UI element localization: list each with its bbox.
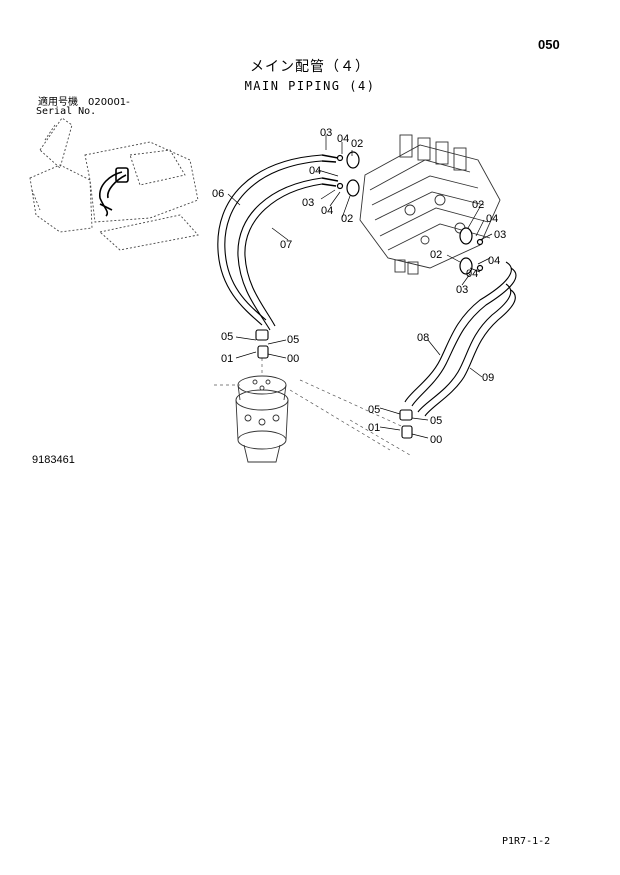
callout-label: 06 bbox=[212, 188, 224, 200]
callout-label: 02 bbox=[341, 213, 353, 225]
callout-label: 08 bbox=[417, 332, 429, 344]
swivel-joint bbox=[235, 375, 289, 463]
callout-label: 02 bbox=[472, 199, 484, 211]
serial-label-japanese: 適用号機 020001- bbox=[38, 97, 130, 108]
page-number: 050 bbox=[538, 37, 560, 52]
footer-code: P1R7-1-2 bbox=[502, 836, 551, 847]
callout-label: 03 bbox=[494, 229, 506, 241]
callout-label: 01 bbox=[368, 422, 380, 434]
hoses-08-09 bbox=[404, 261, 517, 417]
callout-label: 01 bbox=[221, 353, 233, 365]
callout-label: 04 bbox=[466, 268, 478, 280]
callout-label: 04 bbox=[486, 213, 498, 225]
callout-label: 02 bbox=[430, 249, 442, 261]
serial-label-english: Serial No. bbox=[36, 106, 97, 117]
inset-hose bbox=[99, 167, 129, 217]
excavator-inset bbox=[29, 117, 199, 251]
callout-label: 03 bbox=[302, 197, 314, 209]
callout-labels: 03 04 02 04 03 04 02 06 07 02 04 03 02 0… bbox=[212, 127, 506, 446]
callout-label: 04 bbox=[309, 165, 321, 177]
title-english: MAIN PIPING (4) bbox=[244, 79, 376, 93]
callout-label: 03 bbox=[456, 284, 468, 296]
callout-label: 00 bbox=[430, 434, 442, 446]
valve-fittings bbox=[336, 151, 484, 275]
callout-label: 04 bbox=[321, 205, 333, 217]
callout-label: 04 bbox=[337, 133, 349, 145]
callout-label: 09 bbox=[482, 372, 494, 384]
callout-label: 05 bbox=[221, 331, 233, 343]
callout-label: 00 bbox=[287, 353, 299, 365]
callout-label: 05 bbox=[368, 404, 380, 416]
lower-fittings bbox=[255, 329, 413, 439]
callout-label: 05 bbox=[287, 334, 299, 346]
callout-label: 05 bbox=[430, 415, 442, 427]
title-japanese: メイン配管（４） bbox=[250, 59, 370, 75]
callout-label: 04 bbox=[488, 255, 500, 267]
diagram-id: 9183461 bbox=[32, 454, 75, 466]
callout-leaders bbox=[227, 135, 493, 439]
leader-lines bbox=[214, 358, 411, 456]
callout-label: 07 bbox=[280, 239, 292, 251]
hoses-06-07 bbox=[217, 154, 339, 331]
callout-label: 02 bbox=[351, 138, 363, 150]
callout-label: 03 bbox=[320, 127, 332, 139]
